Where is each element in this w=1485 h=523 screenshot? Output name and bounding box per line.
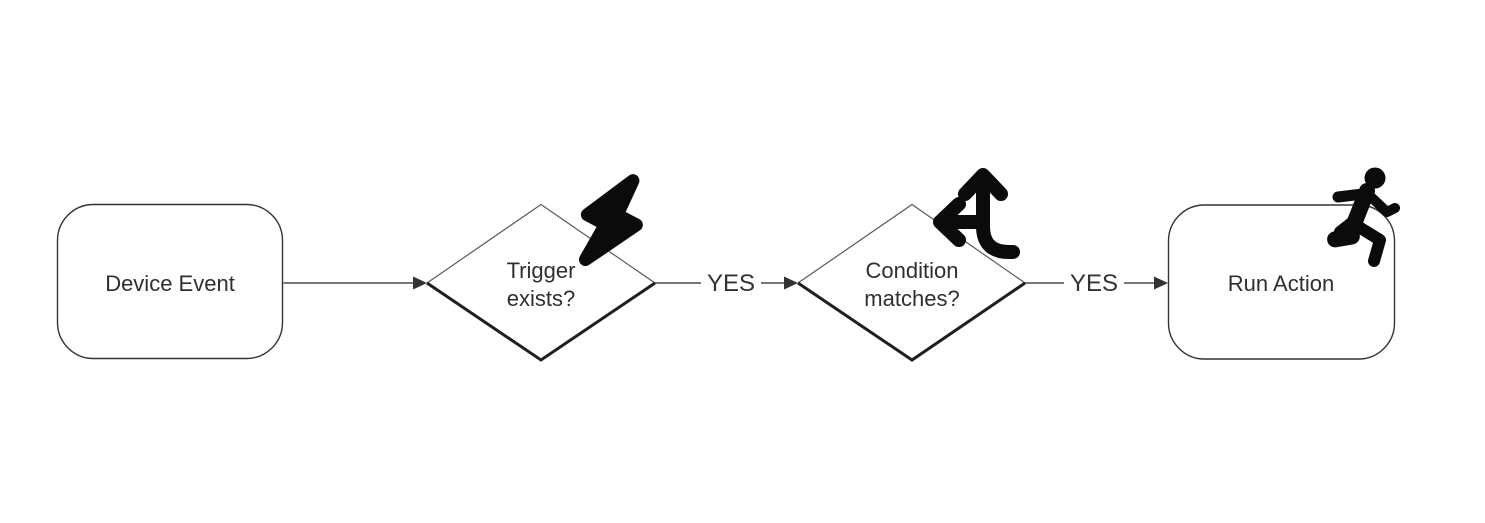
edge-device-to-trigger	[283, 276, 427, 290]
condition-matches-label-line2: matches?	[864, 286, 959, 311]
node-device-event: Device Event	[56, 203, 284, 360]
trigger-exists-label-line2: exists?	[507, 286, 575, 311]
condition-matches-border-bottom	[797, 281, 1026, 362]
trigger-exists-border-top	[426, 203, 656, 284]
node-trigger-exists: Trigger exists?	[426, 174, 656, 362]
trigger-exists-label-line1: Trigger	[507, 258, 576, 283]
device-event-label: Device Event	[105, 271, 235, 296]
trigger-exists-border-bottom	[426, 281, 656, 362]
edge-trigger-to-condition: YES	[655, 270, 798, 297]
node-run-action: Run Action	[1167, 167, 1400, 360]
lightning-bolt-icon	[578, 174, 643, 267]
arrowhead-icon	[413, 276, 427, 290]
edge-label-yes: YES	[707, 270, 755, 297]
condition-matches-border-top	[797, 203, 1026, 284]
running-person-icon	[1327, 167, 1400, 267]
device-event-shape	[56, 203, 284, 360]
node-condition-matches: Condition matches?	[797, 168, 1026, 362]
run-action-label: Run Action	[1228, 271, 1334, 296]
arrowhead-icon	[784, 276, 798, 290]
split-arrows-icon	[933, 168, 1020, 259]
arrowhead-icon	[1154, 276, 1168, 290]
condition-matches-label-line1: Condition	[866, 258, 959, 283]
edge-condition-to-action: YES	[1025, 270, 1168, 297]
edge-label-yes: YES	[1070, 270, 1118, 297]
